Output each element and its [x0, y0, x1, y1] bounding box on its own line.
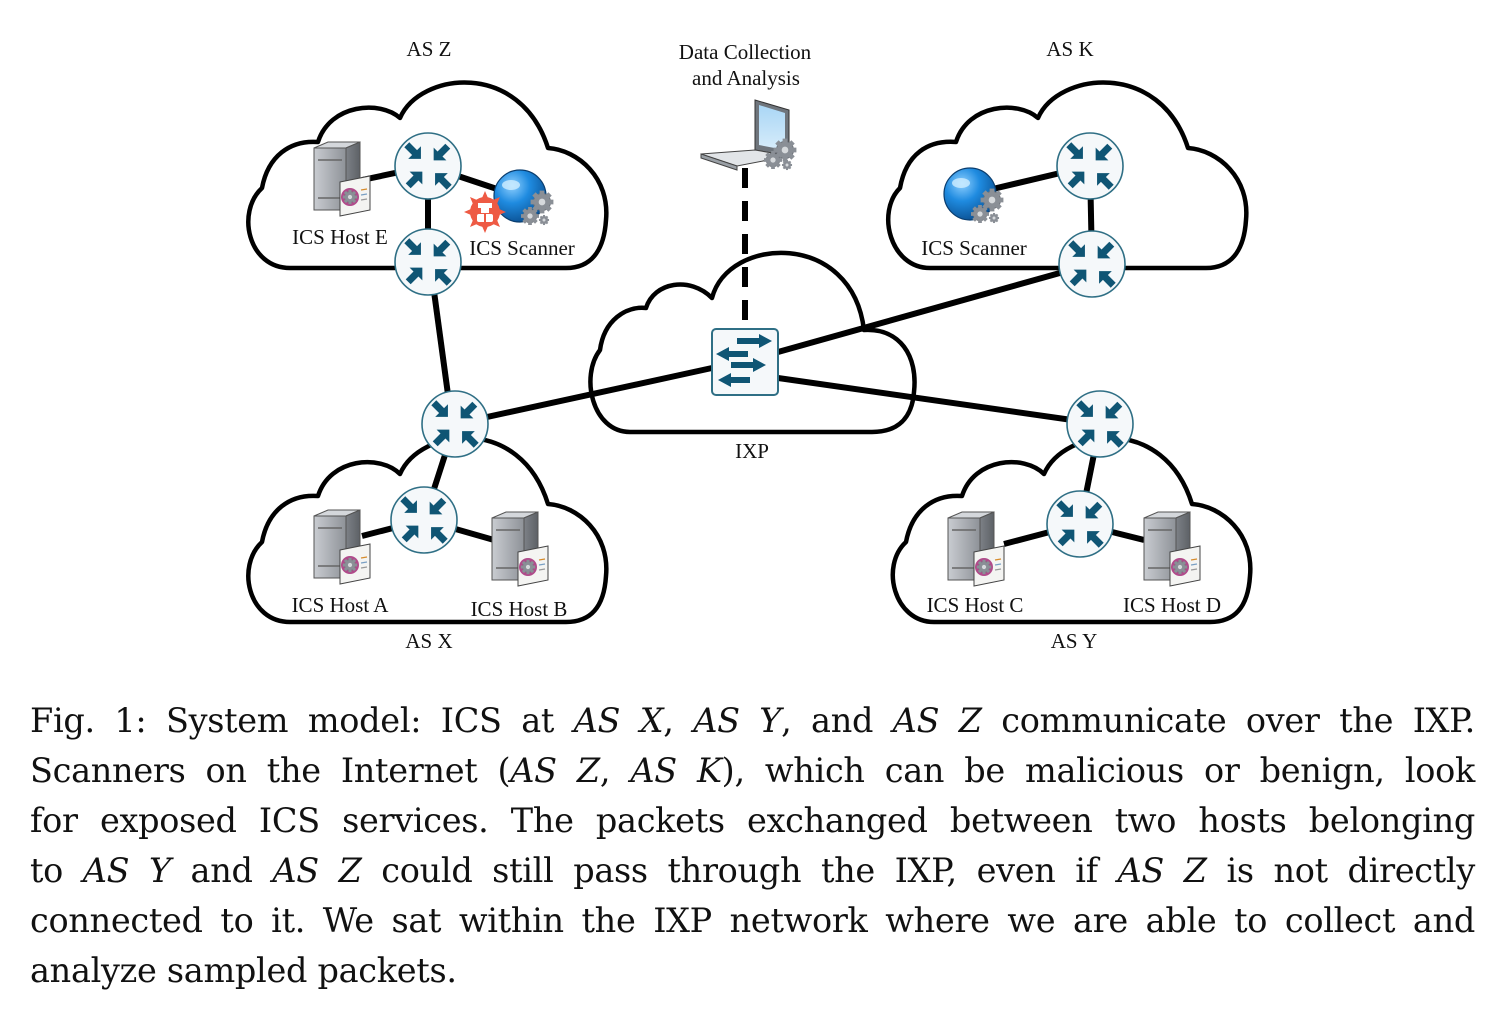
link-asx-ixp — [454, 365, 713, 427]
router-icon — [394, 228, 462, 296]
caption-as-ref: AS Y — [82, 851, 171, 890]
router-icon — [1056, 132, 1124, 200]
caption-text: could still pass through the IXP, even i… — [361, 851, 1118, 890]
router-icon — [421, 390, 489, 458]
caption-text: for exposed ICS services. The packets ex… — [30, 801, 1475, 840]
caption-text: , — [599, 751, 631, 790]
host-label-a: ICS Host A — [292, 593, 390, 617]
caption-text: ), which can be malicious or benign, loo… — [721, 751, 1476, 790]
caption-line: for exposed ICS services. The packets ex… — [30, 796, 1475, 846]
caption-text: connected to it. We sat within the IXP n… — [30, 901, 1475, 940]
caption-text: analyze sampled packets. — [30, 951, 457, 990]
caption-text: Fig. 1: System model: ICS at — [30, 701, 574, 740]
host-label-b: ICS Host B — [471, 597, 568, 621]
caption-line: to AS Y and AS Z could still pass throug… — [30, 846, 1475, 896]
cloud-label-as-y: AS Y — [1051, 629, 1097, 653]
data-collection-label-2: and Analysis — [692, 66, 800, 90]
caption-line: connected to it. We sat within the IXP n… — [30, 896, 1475, 946]
system-model-diagram: AS Z AS K AS X AS Y IXP Data Collection … — [246, 37, 1253, 653]
caption-text: Scanners on the Internet ( — [30, 751, 511, 790]
link-ixp-ask — [777, 261, 1093, 355]
router-icon — [1046, 490, 1114, 558]
caption-text: communicate over the IXP. — [981, 701, 1475, 740]
caption-text: and — [170, 851, 273, 890]
switch-icon — [711, 328, 779, 396]
caption-as-ref: AS K — [630, 751, 722, 790]
caption-as-ref: AS Z — [510, 751, 600, 790]
caption-as-ref: AS Y — [693, 701, 782, 740]
router-icon — [390, 486, 458, 554]
cloud-label-as-z: AS Z — [407, 37, 452, 61]
router-icon — [394, 132, 462, 200]
caption-as-ref: AS Z — [1117, 851, 1208, 890]
scanner-label-as-k: ICS Scanner — [921, 236, 1027, 260]
laptop-icon — [700, 99, 797, 171]
caption-as-ref: AS Z — [892, 701, 982, 740]
scanner-label-as-z: ICS Scanner — [469, 236, 575, 260]
host-label-d: ICS Host D — [1123, 593, 1221, 617]
caption-as-ref: AS Z — [272, 851, 362, 890]
figure-caption: Fig. 1: System model: ICS at AS X, AS Y,… — [30, 696, 1475, 996]
caption-line: Scanners on the Internet (AS Z, AS K), w… — [30, 746, 1475, 796]
data-collection-label: Data Collection — [679, 40, 812, 64]
router-icon — [1058, 230, 1126, 298]
host-label-e: ICS Host E — [292, 225, 388, 249]
cloud-label-as-k: AS K — [1046, 37, 1093, 61]
caption-line: Fig. 1: System model: ICS at AS X, AS Y,… — [30, 696, 1475, 746]
caption-text: , and — [781, 701, 893, 740]
ixp-label: IXP — [735, 439, 769, 463]
cloud-label-as-x: AS X — [405, 629, 452, 653]
caption-text: to — [30, 851, 83, 890]
caption-line: analyze sampled packets. — [30, 946, 1475, 996]
host-label-c: ICS Host C — [927, 593, 1024, 617]
malicious-hacker-icon — [464, 191, 506, 233]
caption-as-ref: AS X — [573, 701, 664, 740]
router-icon — [1066, 390, 1134, 458]
link-ixp-asy — [777, 375, 1101, 427]
caption-text: is not directly — [1206, 851, 1475, 890]
caption-text: , — [663, 701, 694, 740]
